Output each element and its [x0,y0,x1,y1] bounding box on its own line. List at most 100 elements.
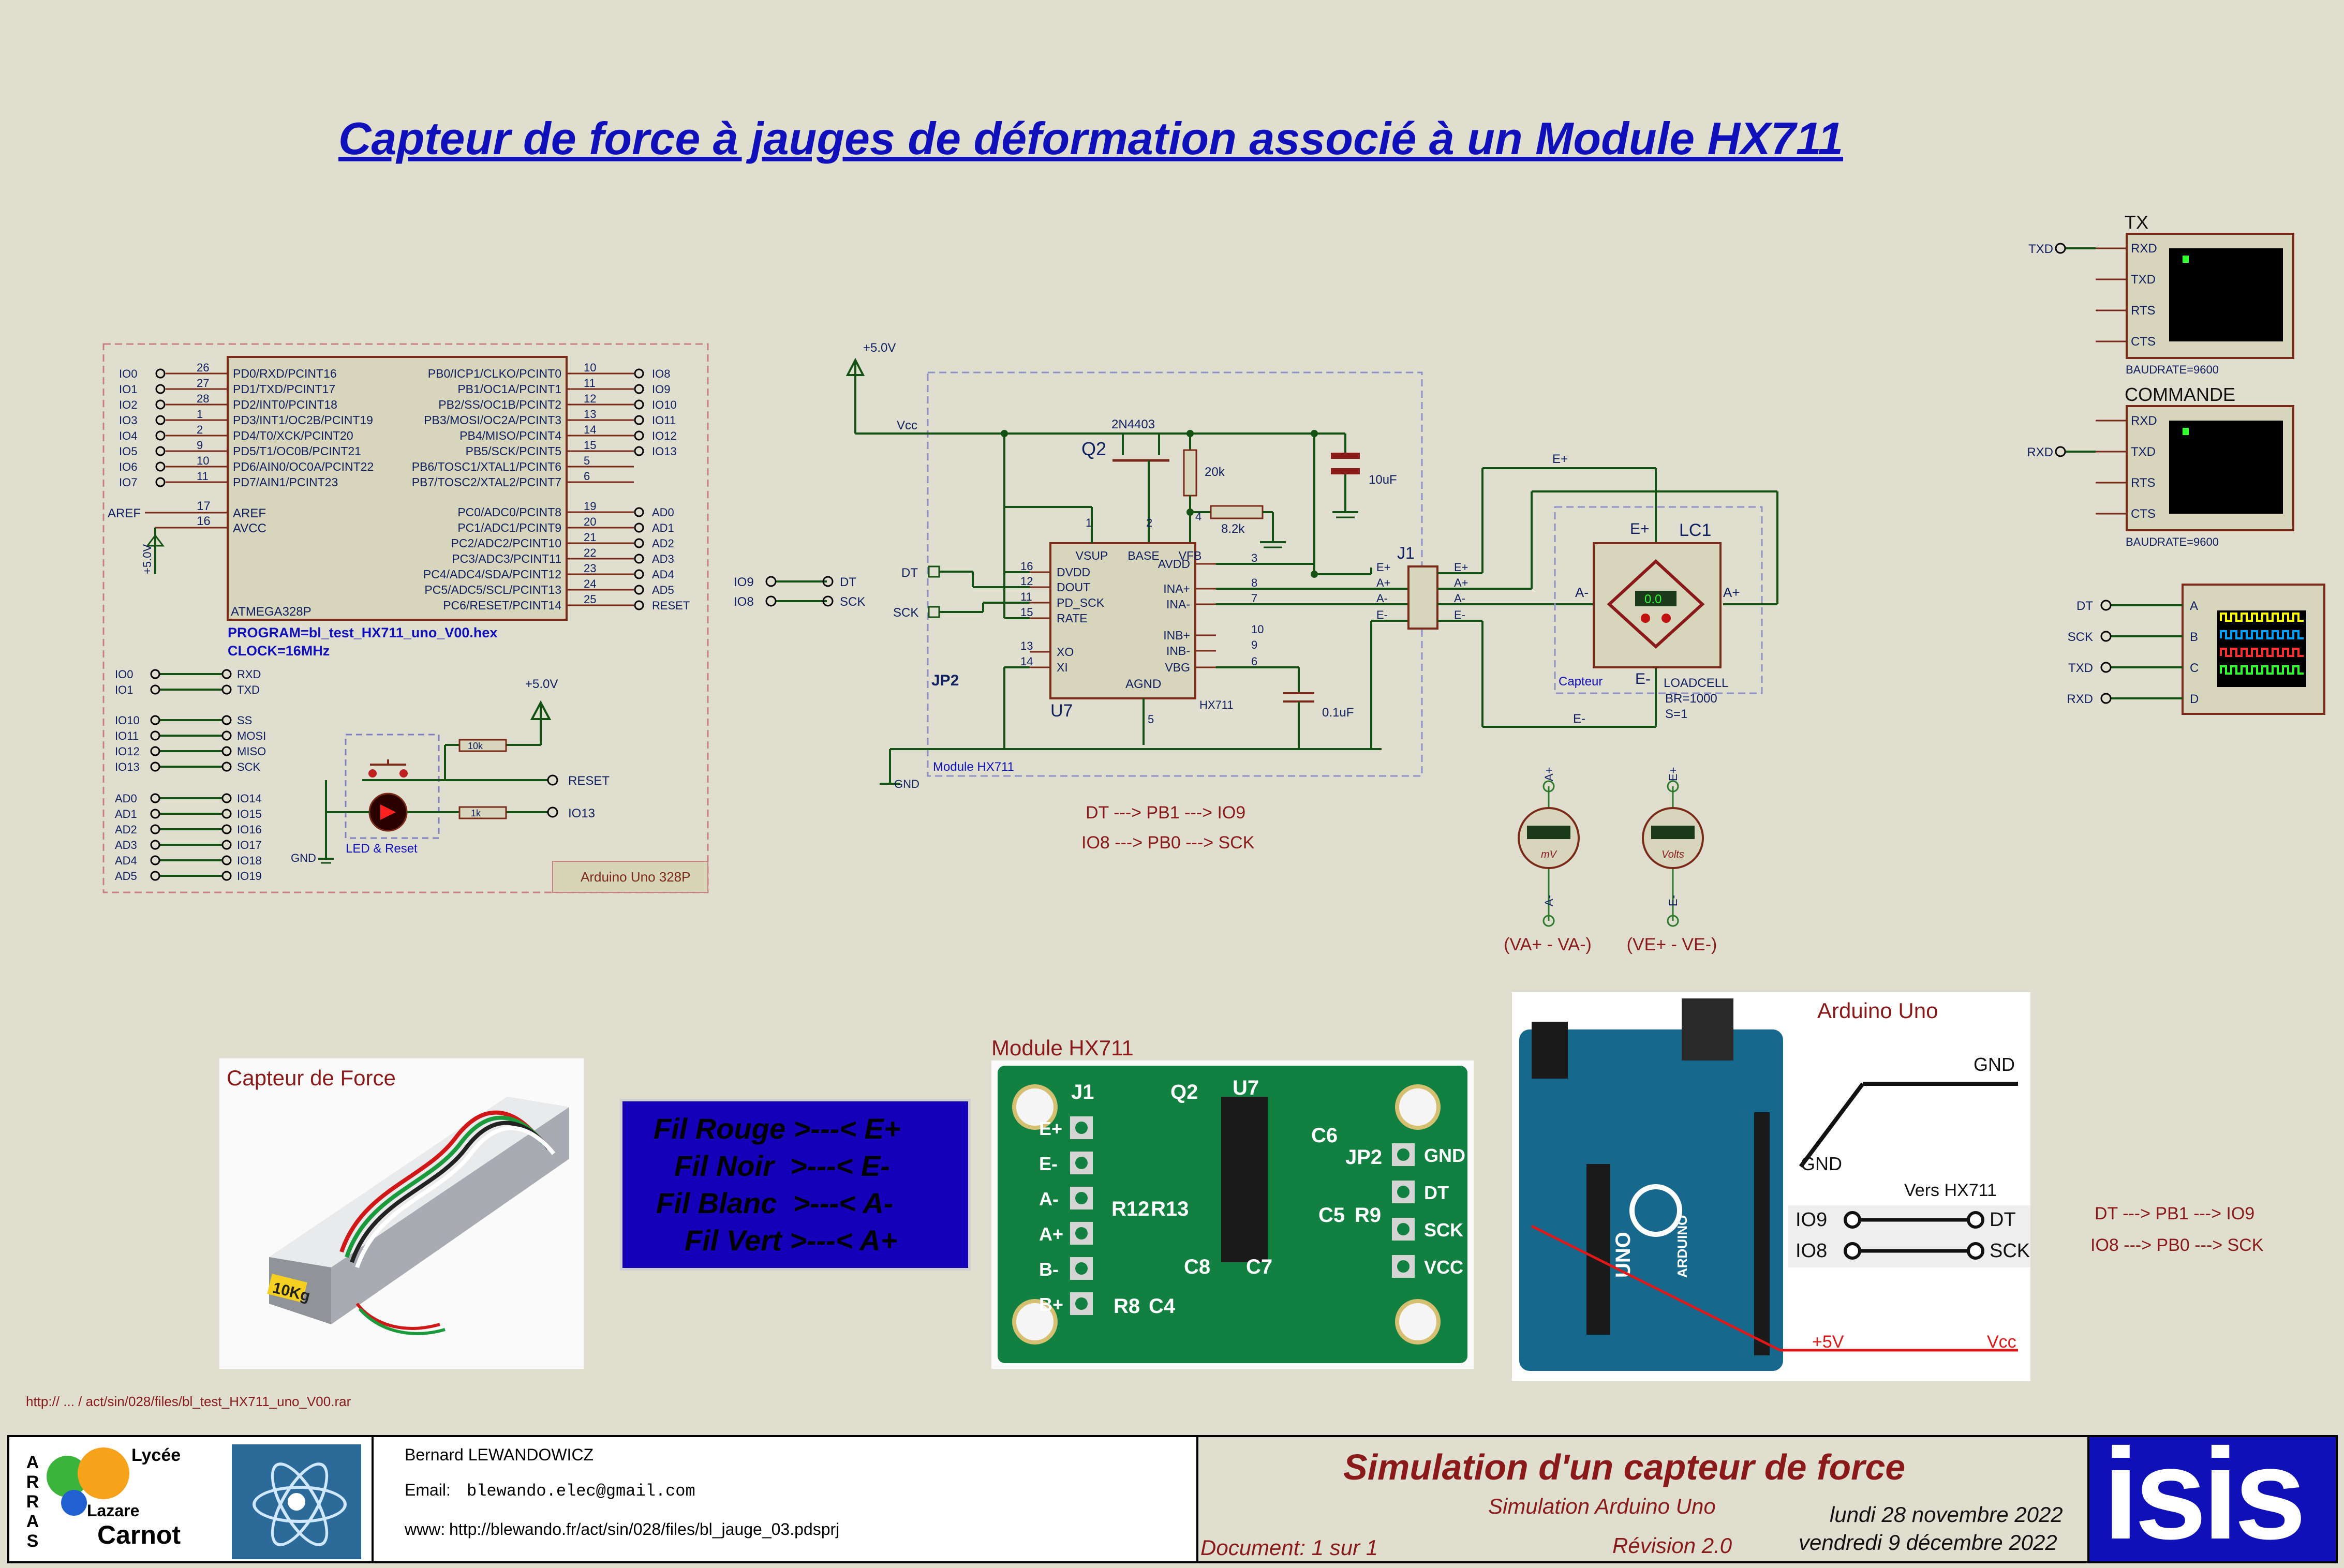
hx711-ic-photo [1221,1097,1268,1262]
carnot-text: Carnot [97,1520,181,1549]
io13-label: IO13 [568,807,595,820]
mcu-right-io: IO12 [652,429,677,442]
terminal-link: RXD [2027,445,2053,459]
voltmeter-top: A+ [1542,767,1555,781]
photo-gnd-right: GND [1974,1054,2015,1075]
mcu-left-num: 9 [197,439,203,452]
link-right: MOSI [237,729,266,742]
mcu-analog-name: PC2/ADC2/PCINT10 [451,536,561,550]
vers-hx711: Vers HX711 [1904,1181,1997,1200]
mcu-right-num: 12 [584,392,596,405]
pcb-right-label: DT [1424,1182,1449,1203]
mcu-right-num: 10 [584,361,596,374]
mcu-left-num: 26 [197,361,209,374]
hx-dt-link: DT [840,575,856,589]
mcu-left-name: PD3/INT1/OC2B/PCINT19 [233,413,373,427]
wire-e-plus: E+ [1552,452,1568,466]
mcu-right-name: PB6/TOSC1/XTAL1/PCINT6 [412,460,561,473]
terminal-pin: TXD [2131,273,2156,287]
lc-ref: LC1 [1679,520,1711,540]
mcu-analog-num: 20 [584,515,596,528]
j1-out-label: A- [1454,592,1465,605]
hx-io9: IO9 [734,575,754,589]
aref-io: AREF [108,506,141,520]
j1-in-label: A- [1376,592,1388,605]
pcb-part-label: C5 [1318,1204,1345,1227]
logic-input: SCK [2068,630,2093,644]
arduino-board-label: Arduino Uno 328P [581,869,690,885]
link-left: AD3 [115,839,137,852]
mcu-part: ATMEGA328P [231,605,311,619]
mcu-clock: CLOCK=16MHz [228,643,330,659]
photo-gnd-left: GND [1801,1153,1842,1174]
logic-trace [2220,648,2304,657]
pcb-part-label: J1 [1071,1081,1094,1103]
voltmeter-bottom: A- [1542,895,1555,906]
terminal-name: TX [2125,212,2148,233]
mcu-analog-pins: AD019PC0/ADC0/PCINT8AD120PC1/ADC1/PCINT9… [423,500,690,612]
j1-in-label: E- [1376,608,1388,621]
www-value[interactable]: http://blewando.fr/act/sin/028/files/bl_… [449,1520,840,1539]
hx-left-num: 16 [1020,560,1033,573]
voltmeter-unit: Volts [1661,849,1684,860]
logic-trace [2220,665,2304,675]
link-right: SCK [237,760,261,773]
right-map-2: IO8 ---> PB0 ---> SCK [2090,1235,2264,1255]
pcb-left-label: B- [1039,1259,1059,1280]
wire-legend: Fil Rouge >---< E+ Fil Noir >---< E- Fil… [620,1099,971,1271]
email-value[interactable]: blewando.elec@gmail.com [467,1482,695,1501]
j1-out-label: A+ [1454,576,1468,589]
wire-green: Fil Vert >---< A+ [685,1224,898,1257]
voltmeter-bottom: E- [1667,895,1680,906]
lc-e-plus: E+ [1630,520,1650,537]
avcc-num: 16 [197,514,211,528]
terminal-screen [2169,421,2283,514]
hx-left-num: 12 [1020,575,1033,588]
link-left: IO11 [115,729,139,742]
hx-right-name: INA- [1166,598,1190,611]
pcb-right-label: GND [1424,1145,1465,1166]
lycee-logo-icon [78,1447,129,1499]
terminal-pin: RTS [2131,476,2156,490]
mcu-right-name: PB5/SCK/PCINT5 [466,444,561,458]
isis-logo-cell: isis [2087,1422,2338,1566]
hx-left-name: XI [1057,661,1068,674]
hx-io8: IO8 [734,595,754,609]
hx711-module-label: Module HX711 [933,760,1014,774]
hx-right-num: 9 [1251,638,1257,651]
atmega-chip [227,356,568,621]
arduino-board-photo [1519,1029,1783,1371]
www-label: www: [405,1520,446,1539]
logic-channel: D [2190,692,2199,706]
hx-chip-name: HX711 [1199,698,1234,711]
mcu-left-num: 10 [197,454,209,467]
loadcell-caption: Capteur [1559,675,1603,689]
mcu-analog-num: 19 [584,500,596,513]
lc-s: S=1 [1665,707,1687,721]
mcu-right-io: IO8 [652,367,670,380]
hx-vcc: Vcc [897,419,917,432]
hx-map-1: DT ---> PB1 ---> IO9 [1086,803,1245,823]
pcb-part-label: R13 [1151,1198,1189,1220]
download-url[interactable]: http:// ... / act/sin/028/files/bl_test_… [26,1394,351,1409]
aref-name: AREF [233,506,266,520]
logic-input: DT [2076,599,2093,613]
hx-right-name: AVDD [1158,557,1190,571]
hx-right-num: 7 [1251,592,1257,605]
mcu-program: PROGRAM=bl_test_HX711_uno_V00.hex [228,625,497,640]
hx711-schematic: Module HX711 +5.0V Vcc 2N4403 Q2 20k 8.2… [734,341,1468,853]
photo-sck: SCK [1990,1240,2030,1262]
j1-connector [1407,565,1438,630]
terminal-pin: RXD [2131,242,2157,256]
link-right: IO15 [237,808,262,820]
reset-label: RESET [568,774,610,788]
j1-pin-labels: E+E+A+A+A-A-E-E- [1376,561,1468,621]
pcb-left-label: E- [1039,1153,1058,1174]
arduino-uno-text: UNO [1612,1232,1635,1278]
j1-out-label: E+ [1454,561,1468,574]
